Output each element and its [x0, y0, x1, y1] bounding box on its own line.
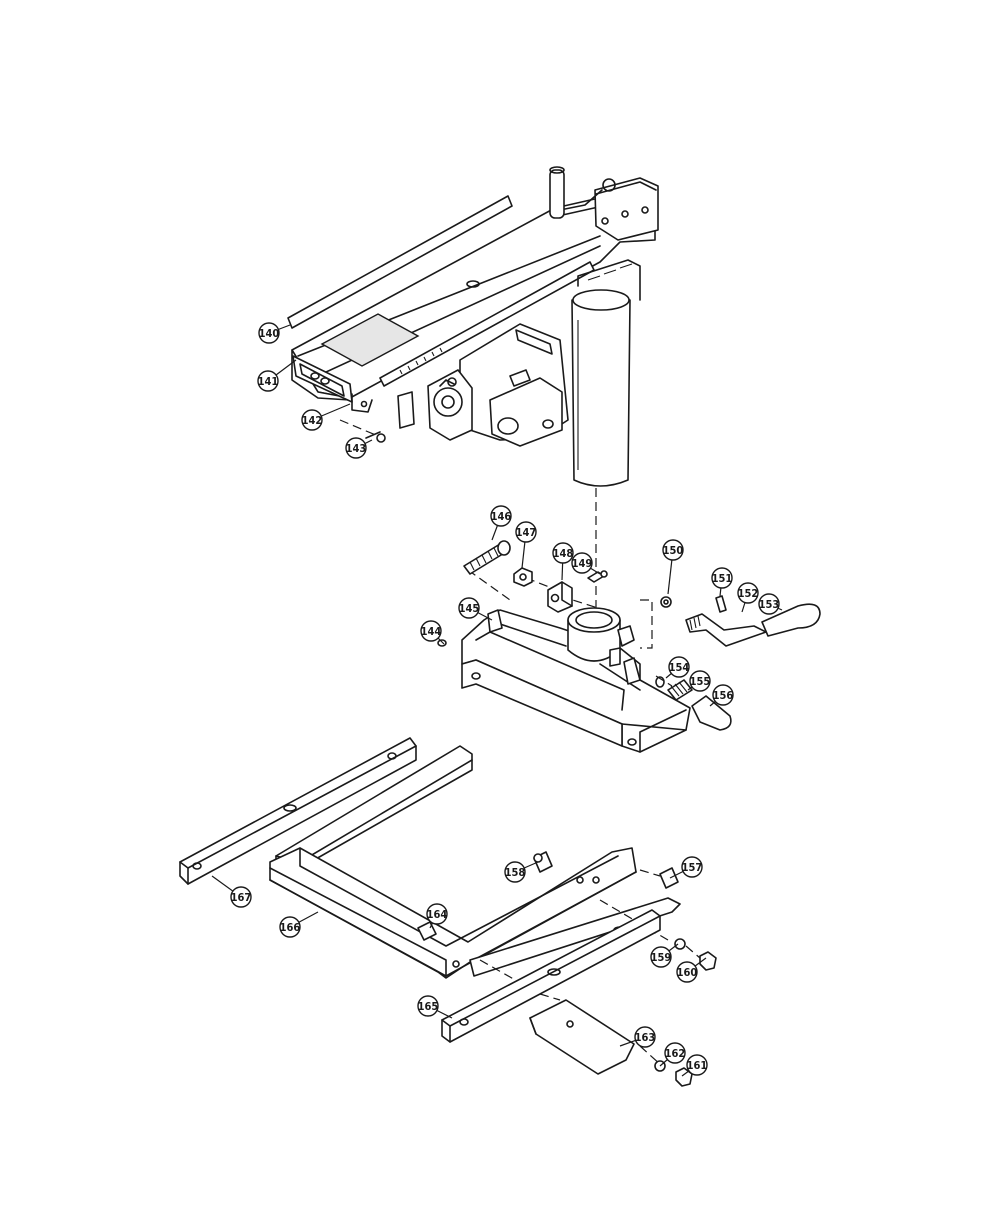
callout-150: 150 — [662, 539, 684, 595]
callout-155: 155 — [687, 670, 711, 692]
callout-number: 141 — [258, 375, 279, 388]
callout-circle — [689, 670, 711, 692]
callout-163: 163 — [619, 1026, 656, 1048]
callout-number: 166 — [280, 921, 301, 934]
callout-number: 144 — [421, 625, 442, 638]
callout-number: 164 — [427, 908, 448, 921]
callout-number: 145 — [459, 602, 480, 615]
callout-number: 149 — [572, 557, 593, 570]
callout-149: 149 — [571, 552, 601, 575]
callout-number: 161 — [687, 1059, 708, 1072]
callout-142: 142 — [301, 403, 351, 431]
callout-number: 143 — [346, 442, 367, 455]
callout-number: 160 — [677, 966, 698, 979]
callout-number: 158 — [505, 866, 526, 879]
radial-arm — [287, 166, 659, 403]
callout-circle — [504, 861, 526, 883]
callout-circle — [490, 505, 512, 527]
callout-164: 164 — [426, 903, 448, 929]
motor-yoke — [339, 323, 569, 447]
lower-frame — [179, 737, 717, 1087]
callout-circle — [426, 903, 448, 925]
callout-number: 155 — [690, 675, 711, 688]
column-support — [461, 569, 691, 753]
callout-number: 167 — [231, 891, 252, 904]
callout-circle — [686, 1054, 708, 1076]
callout-circle — [552, 542, 574, 564]
callout-number: 159 — [651, 951, 672, 964]
callout-148: 148 — [552, 542, 574, 581]
callout-number: 147 — [516, 526, 537, 539]
callout-number: 154 — [669, 661, 690, 674]
callout-circle — [571, 552, 593, 574]
callout-156: 156 — [709, 684, 734, 707]
callout-circle — [345, 437, 367, 459]
callout-number: 153 — [759, 598, 780, 611]
callout-157: 157 — [669, 856, 703, 879]
callout-143: 143 — [345, 437, 373, 459]
callout-141: 141 — [257, 359, 297, 392]
callout-154: 154 — [665, 656, 690, 679]
callout-circle — [664, 1042, 686, 1064]
callout-circle — [712, 684, 734, 706]
callout-158: 158 — [504, 861, 539, 883]
callout-number: 140 — [259, 327, 280, 340]
callout-153: 153 — [758, 593, 783, 615]
callout-number: 146 — [491, 510, 512, 523]
callout-161: 161 — [681, 1054, 708, 1077]
callout-number: 151 — [712, 572, 733, 585]
callout-labels: 1401411421431441451461471481491501511521… — [211, 322, 783, 1077]
callout-circle — [279, 916, 301, 938]
callout-circle — [681, 856, 703, 878]
column — [571, 289, 631, 620]
callout-circle — [257, 370, 279, 392]
callout-number: 165 — [418, 1000, 439, 1013]
callout-number: 152 — [738, 587, 759, 600]
callout-146: 146 — [490, 505, 512, 541]
callout-number: 156 — [713, 689, 734, 702]
callout-152: 152 — [737, 582, 759, 613]
callout-circle — [458, 597, 480, 619]
callout-circle — [711, 567, 733, 589]
callout-165: 165 — [417, 995, 453, 1019]
callout-circle — [634, 1026, 656, 1048]
callout-circle — [650, 946, 672, 968]
callout-circle — [230, 886, 252, 908]
callout-circle — [301, 409, 323, 431]
callout-166: 166 — [279, 911, 319, 938]
callout-144: 144 — [420, 620, 445, 645]
callout-circle — [676, 961, 698, 983]
callout-162: 162 — [659, 1042, 686, 1067]
small-parts — [437, 540, 821, 731]
callout-number: 157 — [682, 861, 703, 874]
callout-number: 142 — [302, 414, 323, 427]
callout-167: 167 — [211, 875, 252, 908]
callout-number: 150 — [663, 544, 684, 557]
callout-147: 147 — [515, 521, 537, 569]
callout-circle — [515, 521, 537, 543]
callout-160: 160 — [676, 957, 707, 983]
callout-circle — [737, 582, 759, 604]
callout-number: 148 — [553, 547, 574, 560]
callout-circle — [662, 539, 684, 561]
callout-circle — [258, 322, 280, 344]
callout-number: 162 — [665, 1047, 686, 1060]
callout-circle — [420, 620, 442, 642]
callout-151: 151 — [711, 567, 733, 597]
callout-circle — [668, 656, 690, 678]
callout-circle — [417, 995, 439, 1017]
callout-number: 163 — [635, 1031, 656, 1044]
callout-145: 145 — [458, 597, 493, 621]
callout-159: 159 — [650, 943, 679, 968]
callout-140: 140 — [258, 322, 291, 344]
callout-circle — [758, 593, 780, 615]
